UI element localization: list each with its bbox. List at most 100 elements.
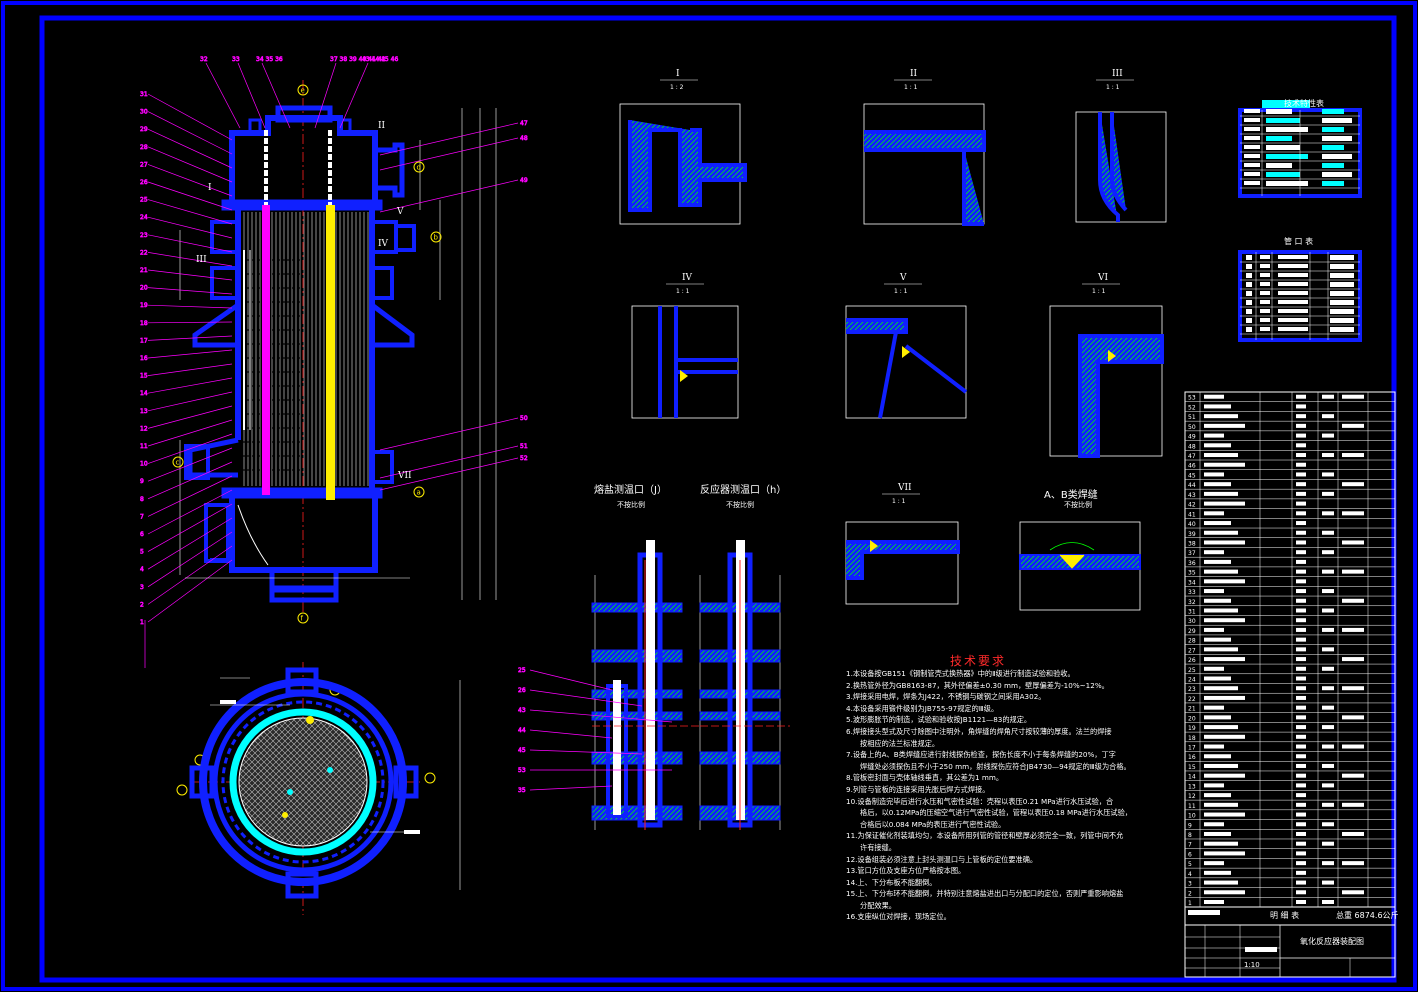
thermo-leader-label: 25 — [518, 667, 526, 674]
detail-id: I — [676, 69, 680, 79]
detail-frame — [1049, 305, 1163, 457]
part-leader-label: 11 — [140, 443, 148, 450]
part-leader-label: 21 — [140, 267, 148, 274]
nozzle-table-graphic — [1238, 250, 1362, 342]
spec-table-graphic — [1238, 100, 1362, 198]
thermo-leader-label: 45 — [518, 747, 526, 754]
section-mark: V — [396, 207, 404, 217]
tech-requirement-item: 10.设备制造完毕后进行水压和气密性试验：壳程以表压0.21 MPa进行水压试验… — [846, 796, 1114, 806]
part-leader-label: 25 — [140, 197, 148, 204]
parts-row-number: 3 — [1188, 881, 1192, 888]
parts-row-number: 12 — [1188, 793, 1196, 800]
spec-table-title: 技术特性表 — [1284, 99, 1324, 108]
nozzle-table-title: 管 口 表 — [1284, 237, 1314, 246]
parts-row-number: 42 — [1188, 502, 1196, 509]
nozzle-mark — [424, 772, 436, 784]
nozzle-mark-label: c — [176, 459, 180, 467]
nozzle-mark-label: d — [417, 164, 421, 172]
parts-row-number: 39 — [1188, 531, 1196, 538]
parts-row-number: 40 — [1188, 521, 1196, 528]
tech-requirement-item: 14.上、下分布板不能翻倒。 — [846, 877, 937, 887]
part-leader-label: 26 — [140, 179, 148, 186]
detail-id: V — [899, 273, 907, 283]
part-leader-label: 29 — [140, 126, 148, 133]
parts-row-number: 38 — [1188, 540, 1196, 547]
tech-requirement-item: 12.设备组装必须注意上封头测温口与上管板的定位要准确。 — [846, 854, 1038, 864]
detail-scale: 1 : 1 — [894, 288, 908, 295]
parts-row-number: 36 — [1188, 560, 1196, 567]
parts-row-number: 47 — [1188, 453, 1196, 460]
thermo-leader-label: 44 — [518, 727, 526, 734]
tech-requirement-item: 2.换热管外径为GB8163-87，其外径偏差±0.30 mm，壁厚偏差为-10… — [846, 680, 1109, 690]
parts-row-number: 10 — [1188, 813, 1196, 820]
part-leader-label: 37 38 39 40 41 42 — [330, 56, 386, 63]
parts-row-number: 5 — [1188, 861, 1192, 868]
thermo-view-1-title: 熔盐测温口（J） — [594, 485, 667, 496]
detail-section-shape — [1078, 334, 1164, 458]
weld-view-title: A、B类焊缝 — [1044, 490, 1098, 501]
tech-requirement-item: 合格后以0.084 MPa的表压进行气密性试验。 — [860, 819, 1006, 829]
parts-row-number: 9 — [1188, 822, 1192, 829]
detail-id: VII — [897, 483, 912, 493]
part-leader-label: 43 44 45 46 — [362, 56, 398, 63]
drawing-scale: 1:10 — [1244, 961, 1260, 969]
parts-row-number: 30 — [1188, 618, 1196, 625]
detail-scale: 1 : 1 — [676, 288, 690, 295]
part-leader-label: 19 — [140, 302, 148, 309]
nozzle-mark — [176, 784, 188, 796]
parts-row-number: 35 — [1188, 570, 1196, 577]
part-leader-label: 8 — [140, 496, 144, 503]
part-leader-label: 30 — [140, 109, 148, 116]
weld-detail — [1019, 521, 1141, 611]
thermo-leader-label: 43 — [518, 707, 526, 714]
drawing-name: 氧化反应器装配图 — [1300, 937, 1364, 946]
part-leader-label: 17 — [140, 337, 148, 344]
parts-row-number: 43 — [1188, 492, 1196, 499]
parts-row-number: 6 — [1188, 851, 1192, 858]
tech-requirement-item: 格后，以0.12MPa的压缩空气进行气密性试验，管程以表压0.18 MPa进行水… — [860, 808, 1132, 818]
parts-row-number: 21 — [1188, 706, 1196, 713]
parts-row-number: 18 — [1188, 735, 1196, 742]
part-leader-label: 31 — [140, 91, 148, 98]
nozzle-mark-label: e — [301, 87, 305, 95]
weld-mark — [902, 346, 910, 358]
tech-requirement-item: 5.波形膨胀节的制造，试验和验收按JB1121—83的规定。 — [846, 715, 1032, 725]
tech-requirement-item: 13.管口方位及支座方位严格按本图。 — [846, 866, 966, 876]
tech-requirement-item: 6.焊接接头型式及尺寸除图中注明外，角焊缝的焊角尺寸按较薄的厚度。法兰的焊接 — [846, 726, 1112, 736]
part-leader-label: 9 — [140, 478, 144, 485]
detail-id: IV — [682, 273, 693, 283]
detail-id: III — [1112, 69, 1123, 79]
part-leader-label: 23 — [140, 232, 148, 239]
weld-mark — [1108, 350, 1116, 362]
thermo-view-2-title: 反应器测温口（h） — [700, 485, 787, 496]
main-elevation-view: 3130292827262524232221201918171615141312… — [140, 56, 528, 796]
parts-row-number: 13 — [1188, 783, 1196, 790]
tech-requirement-item: 3.焊接采用电焊，焊条为J422，不锈钢与碳钢之间采用A302。 — [846, 692, 1046, 702]
thermo-view-1-note: 不按比例 — [617, 501, 645, 509]
parts-row-number: 44 — [1188, 482, 1196, 489]
detail-section-shape — [846, 318, 968, 419]
parts-row-number: 26 — [1188, 657, 1196, 664]
part-leader-label: 20 — [140, 285, 148, 292]
parts-row-number: 32 — [1188, 599, 1196, 606]
part-leader-label: 6 — [140, 531, 144, 538]
parts-row-number: 8 — [1188, 832, 1192, 839]
nozzle-mark — [413, 486, 425, 498]
parts-row-number: 33 — [1188, 589, 1196, 596]
parts-row-number: 22 — [1188, 696, 1196, 703]
part-leader-label: 33 — [232, 56, 240, 63]
parts-list-footer: 明 细 表 — [1270, 911, 1300, 920]
part-leader-label: 24 — [140, 214, 148, 221]
weld-mark — [870, 540, 878, 552]
part-leader-label: 1 — [140, 619, 144, 626]
parts-row-number: 17 — [1188, 745, 1196, 752]
section-mark: IV — [378, 239, 389, 249]
part-leader-label: 16 — [140, 355, 148, 362]
detail-section-shape — [658, 306, 738, 418]
thermo-leader-label: 53 — [518, 767, 526, 774]
part-leader-label: 32 — [200, 56, 208, 63]
part-leader-label: 52 — [520, 455, 528, 462]
part-leader-label: 48 — [520, 135, 528, 142]
nozzle-mark-label: f — [301, 615, 304, 623]
